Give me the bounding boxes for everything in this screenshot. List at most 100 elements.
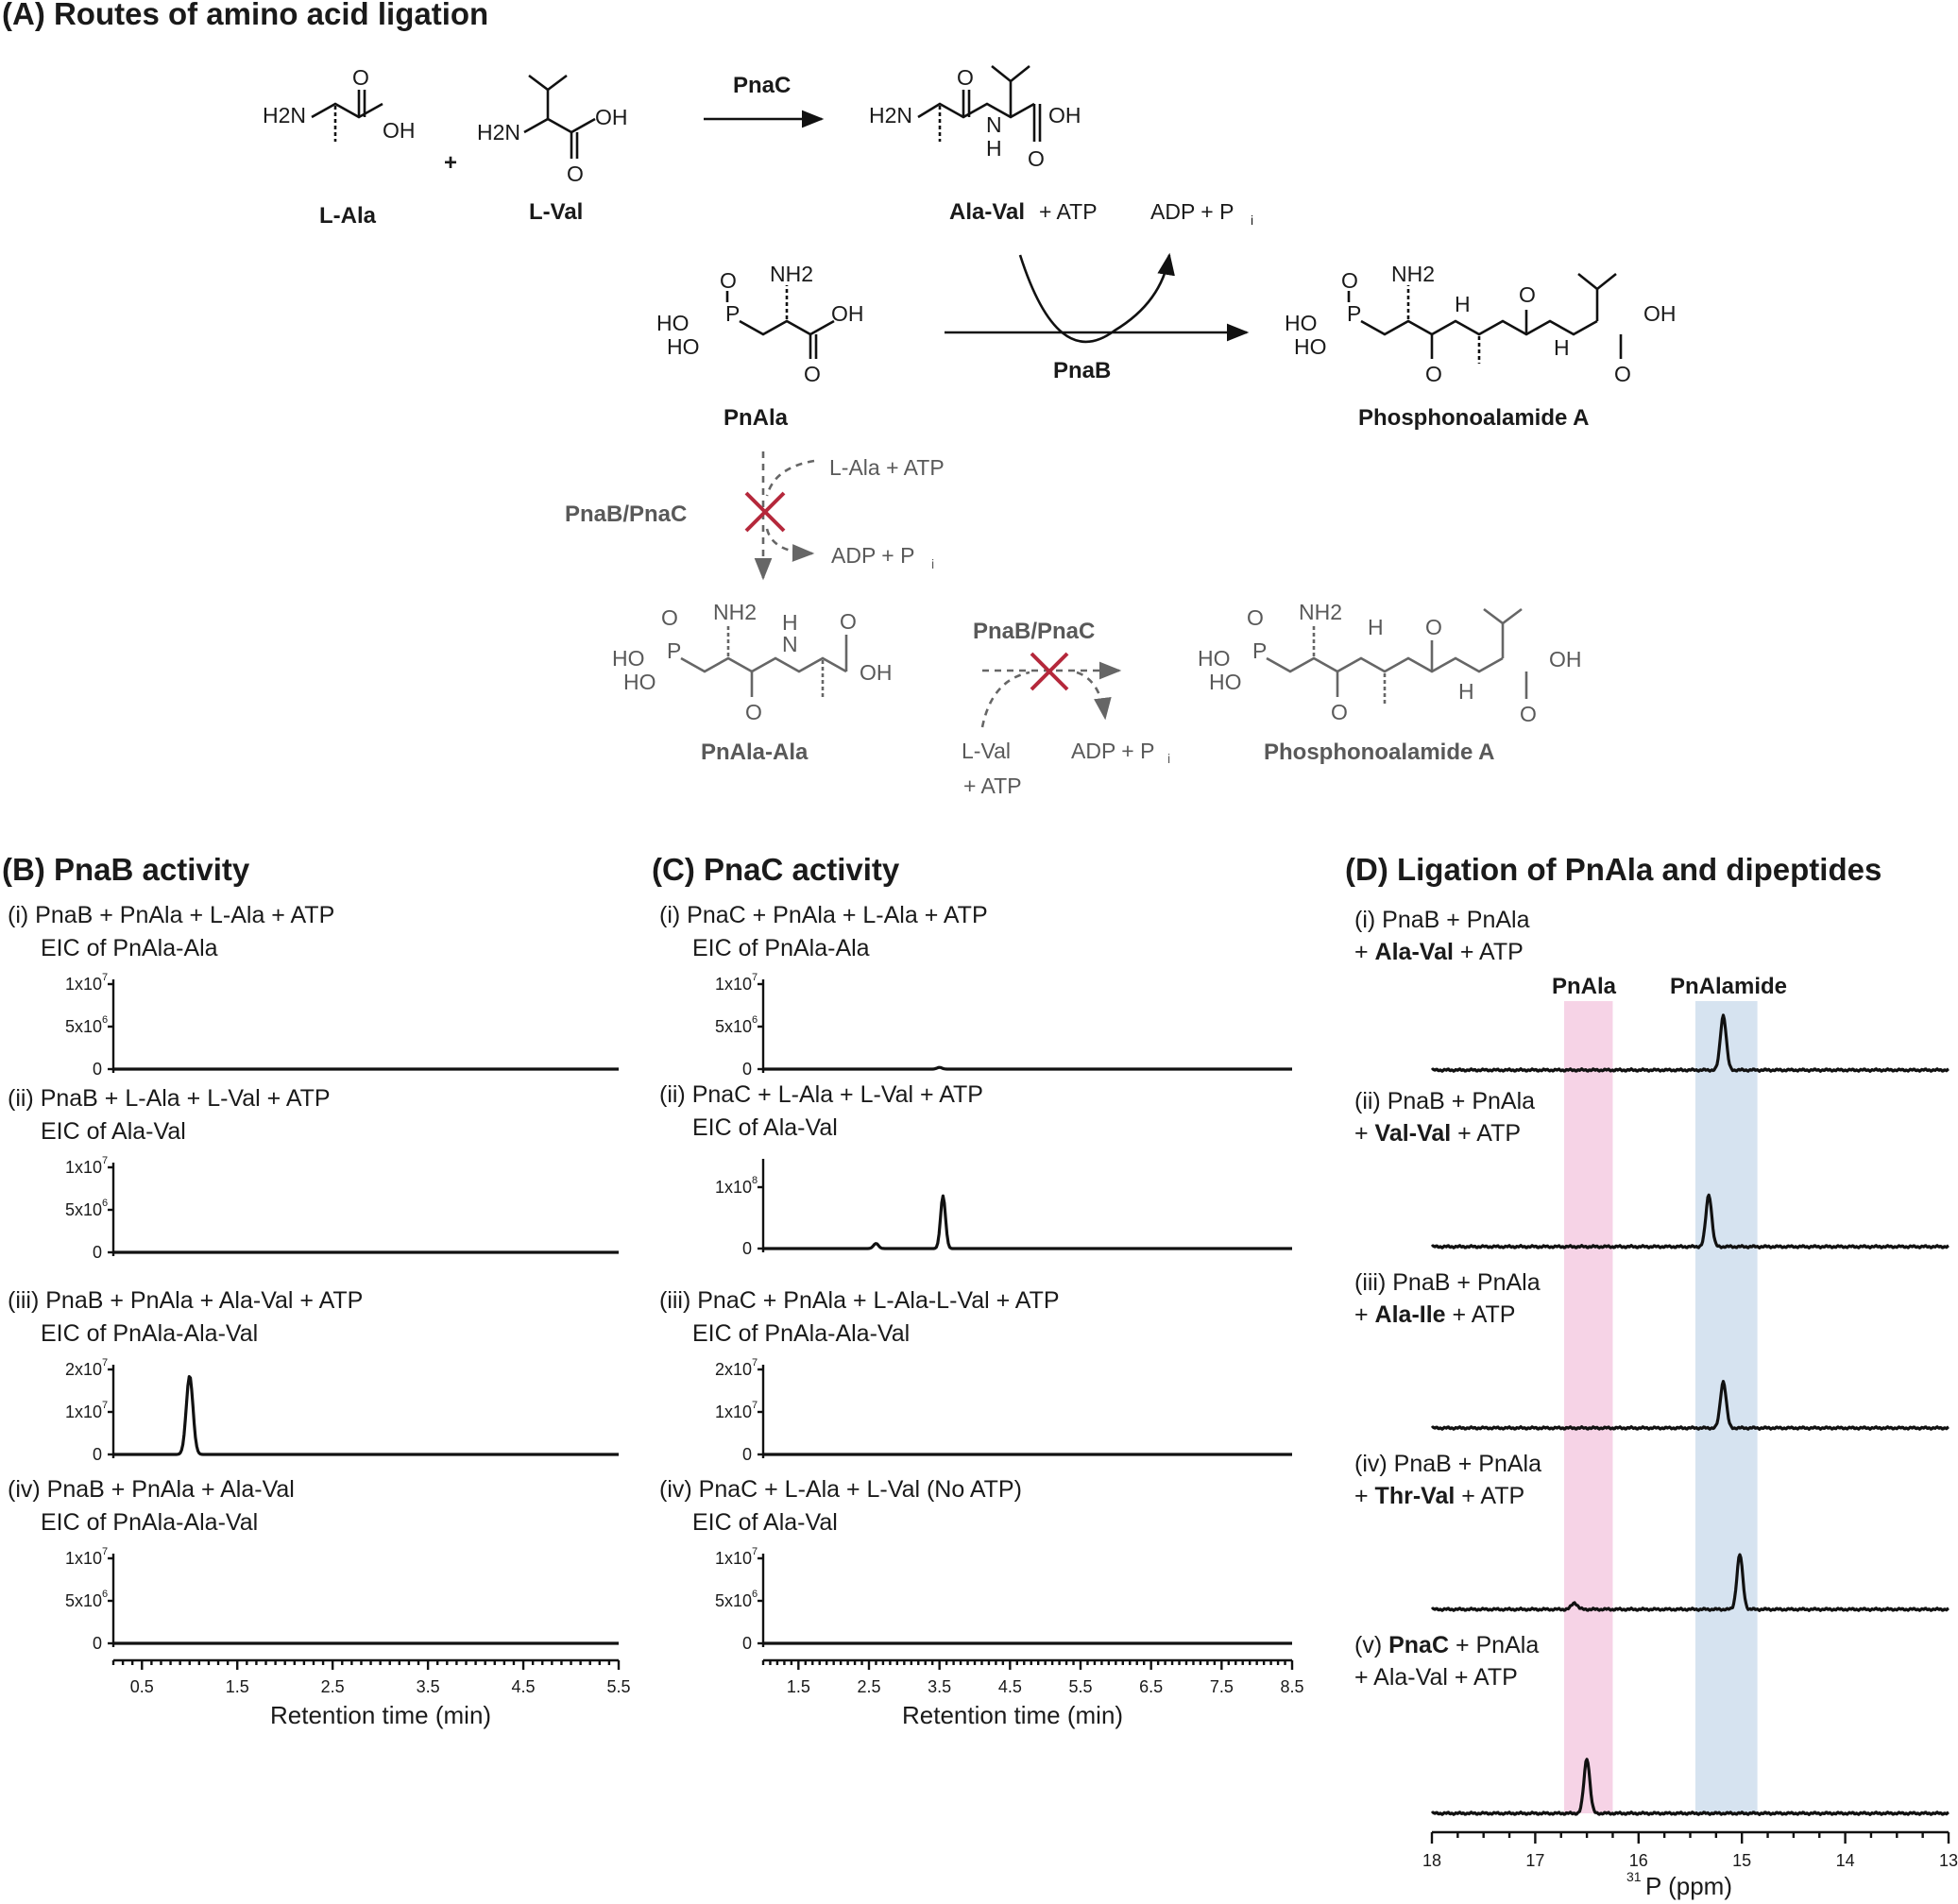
enzyme-pnac: PnaC — [733, 73, 791, 98]
mol-phosphonoalamide-grey: Phosphonoalamide A — [1264, 740, 1494, 765]
atom-oh: OH — [1048, 103, 1081, 128]
atom-h: H — [1554, 335, 1570, 360]
y-tick-label: 0 — [93, 1243, 102, 1262]
panel-c-runs: (i) PnaC + PnAla + L-Ala + ATP EIC of PnA… — [659, 902, 1304, 1696]
y-tick-exponent: 8 — [752, 1175, 758, 1186]
mol-pnala: PnAla — [724, 405, 789, 431]
eic-label: EIC of PnAla-Ala — [692, 935, 870, 961]
atom-o: O — [804, 362, 821, 386]
nmr-spectrum-trace — [1430, 1553, 1949, 1612]
band-label-pnala: PnAla — [1552, 974, 1617, 999]
chromatogram-trace — [112, 1374, 620, 1456]
panel-d-runs: (i) PnaB + PnAla+ Ala-Val + ATP(ii) PnaB… — [1354, 907, 1958, 1870]
x-tick-label: 7.5 — [1210, 1677, 1234, 1696]
x-tick-label: 1.5 — [787, 1677, 810, 1696]
atom-nh: N — [782, 632, 798, 656]
atom-h: H — [986, 136, 1002, 161]
atom-p: P — [1347, 301, 1361, 326]
x-tick-label: 13 — [1939, 1851, 1958, 1870]
atom-oh: OH — [595, 105, 628, 129]
x-tick-label: 18 — [1422, 1851, 1441, 1870]
x-tick-label: 2.5 — [857, 1677, 880, 1696]
y-tick-label: 0 — [742, 1239, 752, 1258]
eic-label: EIC of PnAla-Ala-Val — [41, 1509, 258, 1536]
phosphonoalamide-structure: O P HO HO NH2 O H O H O OH Phosphonoalam… — [1285, 262, 1677, 431]
x-tick-label: 15 — [1732, 1851, 1751, 1870]
x-tick-label: 1.5 — [226, 1677, 249, 1696]
atom-h: H — [1455, 292, 1471, 316]
x-tick-label: 8.5 — [1280, 1677, 1303, 1696]
pnala-structure: O P HO HO NH2 O OH PnAla — [656, 262, 864, 431]
chromatogram-trace — [762, 1065, 1293, 1071]
y-tick-label: 0 — [93, 1634, 102, 1653]
cofactor-adp-pi: ADP + P — [831, 543, 914, 568]
pi-subscript: i — [931, 556, 934, 571]
atom-ho: HO — [656, 311, 690, 335]
atom-o: O — [1341, 268, 1358, 293]
x-tick-label: 5.5 — [606, 1677, 630, 1696]
cofactor-atp: + ATP — [963, 774, 1022, 798]
panel-a: (A) Routes of amino acid ligation H2N O … — [2, 0, 1677, 798]
nmr-spectrum-trace — [1430, 1193, 1949, 1250]
panel-b: (B) PnaB activity (i) PnaB + PnAla + L-A… — [2, 852, 631, 1729]
y-tick-label: 2x10 — [65, 1360, 102, 1379]
y-tick-label: 0 — [93, 1060, 102, 1079]
y-tick-label: 1x10 — [715, 1402, 752, 1421]
atom-o: O — [352, 65, 369, 90]
y-tick-exponent: 7 — [102, 1357, 108, 1368]
atom-h: H — [782, 610, 798, 635]
atom-oh: OH — [860, 660, 893, 685]
band-label-pnalamide: PnAlamide — [1670, 974, 1787, 999]
y-tick-exponent: 6 — [102, 1014, 108, 1026]
nmr-spectrum-trace — [1430, 1379, 1949, 1431]
enzyme-pnab-pnac: PnaB/PnaC — [973, 619, 1095, 644]
y-tick-label: 0 — [742, 1445, 752, 1464]
y-tick-label: 1x10 — [715, 975, 752, 994]
atom-nh2: NH2 — [1299, 600, 1342, 624]
y-tick-exponent: 6 — [102, 1589, 108, 1600]
condition-label: (i) PnaC + PnAla + L-Ala + ATP — [659, 902, 988, 928]
atom-p: P — [667, 638, 681, 663]
nmr-band — [1564, 1001, 1613, 1813]
l-ala-structure: H2N O OH L-Ala — [263, 65, 416, 229]
atom-oh: OH — [1643, 301, 1677, 326]
x-tick-label: 3.5 — [928, 1677, 951, 1696]
y-tick-exponent: 7 — [752, 972, 758, 983]
y-tick-exponent: 7 — [752, 1357, 758, 1368]
x-tick-label: 17 — [1525, 1851, 1544, 1870]
condition-label: (ii) PnaB + L-Ala + L-Val + ATP — [8, 1085, 331, 1112]
y-tick-exponent: 7 — [752, 1400, 758, 1411]
atom-h2n: H2N — [869, 103, 912, 128]
y-tick-label: 1x10 — [65, 975, 102, 994]
atom-ho: HO — [623, 670, 656, 694]
eic-label: EIC of Ala-Val — [692, 1114, 838, 1141]
eic-label: EIC of PnAla-Ala-Val — [692, 1320, 910, 1347]
atom-nh2: NH2 — [770, 262, 813, 286]
x-tick-label: 16 — [1629, 1851, 1648, 1870]
x-tick-label: 5.5 — [1068, 1677, 1092, 1696]
mol-pnala-ala: PnAla-Ala — [701, 740, 809, 765]
nmr-condition: (i) PnaB + PnAla — [1354, 907, 1530, 933]
atom-o: O — [1519, 282, 1536, 307]
nmr-condition: (ii) PnaB + PnAla — [1354, 1088, 1535, 1114]
atom-o: O — [1520, 702, 1537, 726]
condition-label: (iv) PnaC + L-Ala + L-Val (No ATP) — [659, 1476, 1022, 1503]
eic-label: EIC of PnAla-Ala-Val — [41, 1320, 258, 1347]
eic-label: EIC of Ala-Val — [692, 1509, 838, 1536]
enzyme-pnab-pnac: PnaB/PnaC — [565, 502, 687, 527]
atp-label: + ATP — [1039, 199, 1098, 224]
y-tick-exponent: 7 — [102, 1400, 108, 1411]
atom-p: P — [1252, 638, 1267, 663]
condition-label: (iv) PnaB + PnAla + Ala-Val — [8, 1476, 295, 1503]
panel-c-title: (C) PnaC activity — [652, 852, 900, 887]
atom-o: O — [1614, 362, 1631, 386]
y-tick-exponent: 7 — [102, 1546, 108, 1557]
panel-b-xlabel: Retention time (min) — [270, 1701, 491, 1729]
nmr-condition: + Val-Val + ATP — [1354, 1120, 1521, 1147]
y-tick-label: 1x10 — [715, 1178, 752, 1197]
phosphonoalamide-grey-structure: O P HO HO NH2 O H O H O OH Phosphonoalam… — [1198, 600, 1582, 765]
y-tick-exponent: 7 — [752, 1546, 758, 1557]
y-tick-label: 2x10 — [715, 1360, 752, 1379]
adp-pi-label: ADP + P — [1150, 199, 1234, 224]
